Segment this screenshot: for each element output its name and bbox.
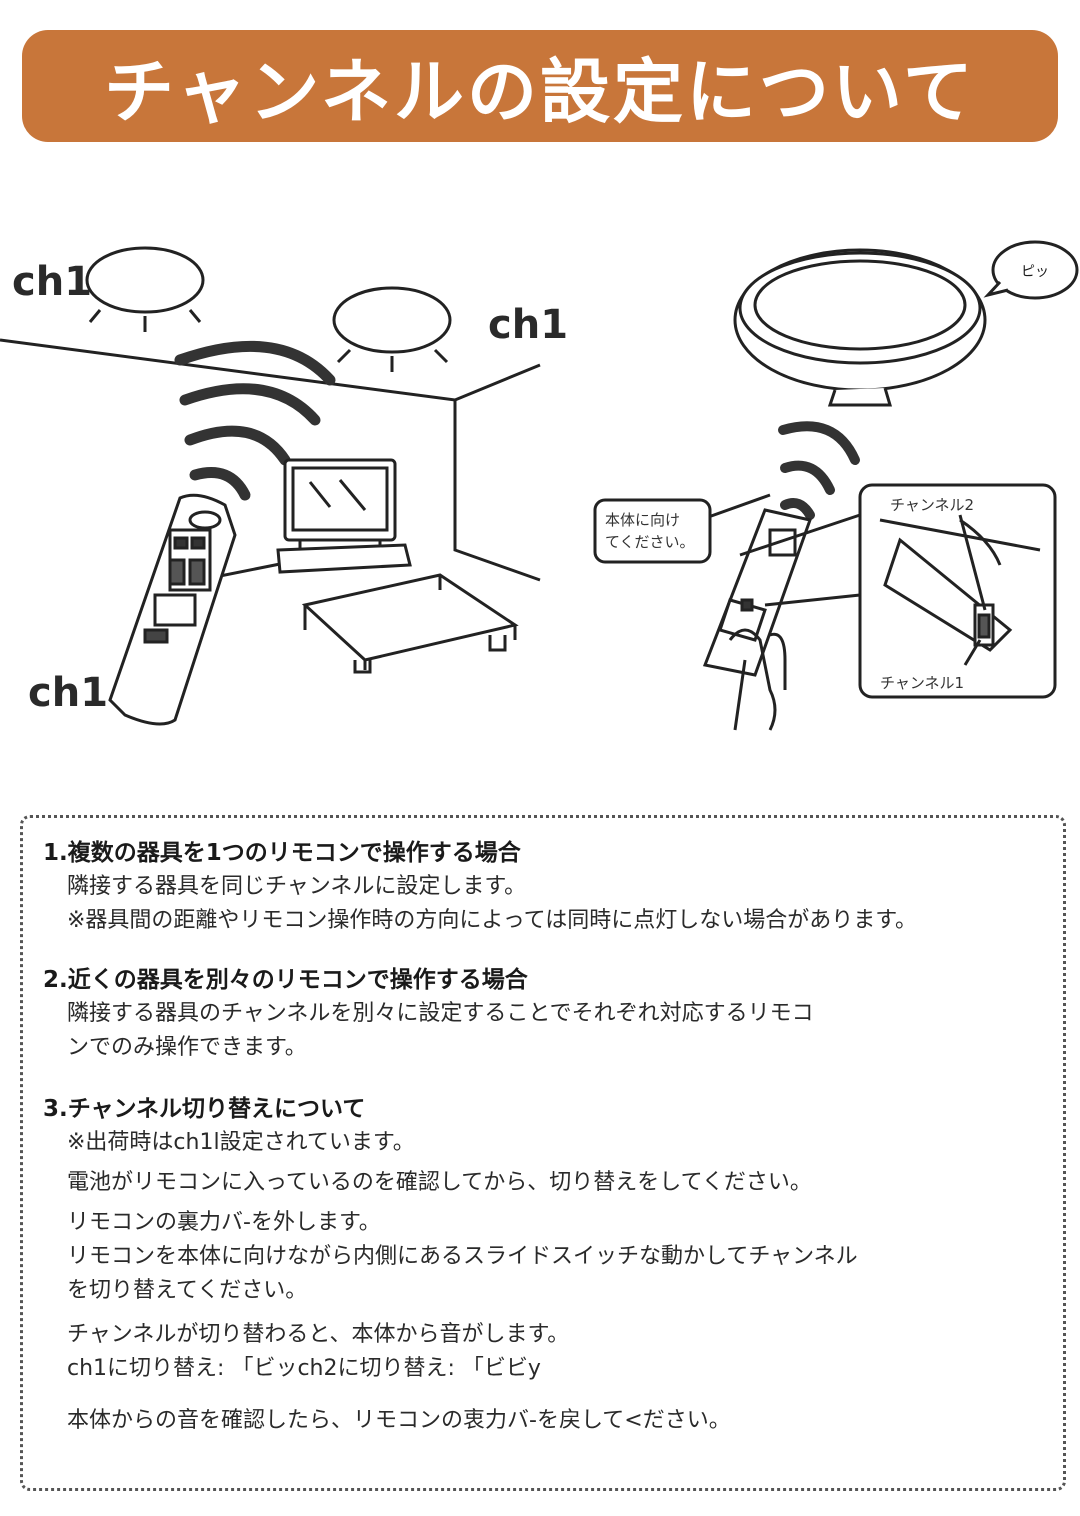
ceiling-light-icon xyxy=(332,286,452,372)
section-3: 3.チャンネル切り替えについて ※出荷時はch1l設定されています。 電池がリモ… xyxy=(43,1092,1053,1438)
section-3-line: リモコンを本体に向けながら内側にあるスライドスイッチな動かしてチャンネル xyxy=(67,1244,858,1269)
ceiling-light-icon xyxy=(85,246,205,332)
section-1-line: ※器具間の距離やリモコン操作時の方向によっては同時に点灯しない場合があります。 xyxy=(67,908,918,933)
ceiling-light-icon xyxy=(733,248,987,407)
title-banner: チャンネルの設定について xyxy=(22,30,1058,142)
section-3-line: リモコンの裏力バ-を外します。 xyxy=(67,1210,381,1235)
section-2-line: ンでのみ操作できます。 xyxy=(67,1035,307,1060)
section-1-heading: 1.複数の器具を1つのリモコンで操作する場合 xyxy=(43,840,521,866)
section-2-line: 隣接する器具のチャンネルを別々に設定することでそれぞれ対応するリモコ xyxy=(67,1001,814,1026)
channel2-label: チャンネル2 xyxy=(890,496,974,514)
section-3-line: ch1に切り替え: 「ビッch2に切り替え: 「ビビy xyxy=(67,1356,541,1381)
switch-detail-panel xyxy=(858,483,1057,699)
section-3-line: ※出荷時はch1l設定されています。 xyxy=(67,1130,415,1155)
ch1-label: ch1 xyxy=(28,670,108,716)
room-scene xyxy=(0,246,541,726)
instructions-box: 1.複数の器具を1つのリモコンで操作する場合 隣接する器具を同じチャンネルに設定… xyxy=(20,815,1066,1491)
channel-setup-illustration: ch1 ch1 ch1 xyxy=(0,240,1079,731)
remote-control-icon xyxy=(702,508,812,677)
page-title: チャンネルの設定について xyxy=(104,50,976,133)
remote-channel-scene xyxy=(593,240,1079,731)
hand-icon xyxy=(728,628,787,731)
callout-text-line1: 本体に向け xyxy=(605,511,680,529)
remote-control-icon xyxy=(108,493,237,726)
signal-waves-icon xyxy=(778,421,860,520)
ch1-label: ch1 xyxy=(12,259,92,305)
channel1-label: チャンネル1 xyxy=(880,674,964,692)
table-icon xyxy=(301,573,519,674)
section-1-line: 隣接する器具を同じチャンネルに設定します。 xyxy=(67,874,527,899)
ch1-label: ch1 xyxy=(488,302,568,348)
signal-waves-icon xyxy=(174,340,336,501)
section-3-heading: 3.チャンネル切り替えについて xyxy=(43,1096,366,1122)
sound-bubble xyxy=(983,240,1079,300)
section-2-heading: 2.近くの器具を別々のリモコンで操作する場合 xyxy=(43,967,528,993)
section-3-line: を切り替えてください。 xyxy=(67,1278,308,1303)
section-3-line: 本体からの音を確認したら、リモコンの衷力バ-を戻して<ださい。 xyxy=(67,1408,731,1433)
sound-text: ピッ xyxy=(1021,264,1049,280)
section-3-line: 電池がリモコンに入っているのを確認してから、切り替えをしてください。 xyxy=(67,1170,812,1195)
callout-box xyxy=(593,498,712,564)
section-3-line: チャンネルが切り替わると、本体から音がします。 xyxy=(67,1322,570,1347)
section-1: 1.複数の器具を1つのリモコンで操作する場合 隣接する器具を同じチャンネルに設定… xyxy=(43,836,1053,938)
tv-icon xyxy=(276,458,412,574)
section-2: 2.近くの器具を別々のリモコンで操作する場合 隣接する器具のチャンネルを別々に設… xyxy=(43,963,1053,1065)
callout-text-line2: てください。 xyxy=(605,533,695,551)
